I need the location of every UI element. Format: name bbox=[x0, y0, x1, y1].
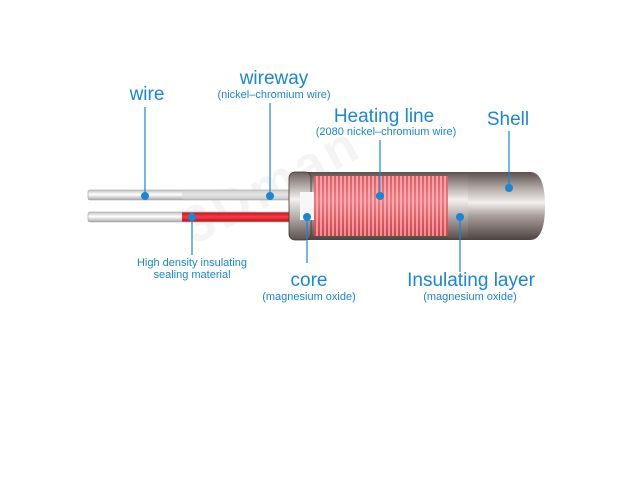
label-wireway: wireway bbox=[239, 68, 309, 89]
label-insulating: Insulating layer bbox=[407, 270, 535, 291]
label-sealing: High density insulating bbox=[136, 257, 248, 269]
wireway-top bbox=[182, 190, 294, 200]
label-wire: wire bbox=[129, 84, 165, 105]
heating-coil bbox=[314, 176, 448, 236]
core-end bbox=[300, 192, 314, 220]
label-sealing-2: sealing material bbox=[153, 269, 231, 281]
label-wireway-sub: (nickel–chromium wire) bbox=[217, 89, 331, 101]
label-insulating-sub: (magnesium oxide) bbox=[423, 291, 517, 303]
leader-dots bbox=[141, 184, 513, 221]
label-shell: Shell bbox=[486, 109, 530, 130]
leader-lines bbox=[144, 103, 510, 272]
red-wireway bbox=[182, 212, 294, 222]
label-heating-line: Heating line bbox=[333, 106, 435, 127]
shell-body bbox=[288, 171, 545, 241]
label-heating-line-sub: (2080 nickel–chromium wire) bbox=[315, 126, 457, 138]
label-core: core bbox=[290, 270, 328, 291]
label-core-sub: (magnesium oxide) bbox=[262, 291, 356, 303]
insulating-band bbox=[448, 174, 468, 238]
